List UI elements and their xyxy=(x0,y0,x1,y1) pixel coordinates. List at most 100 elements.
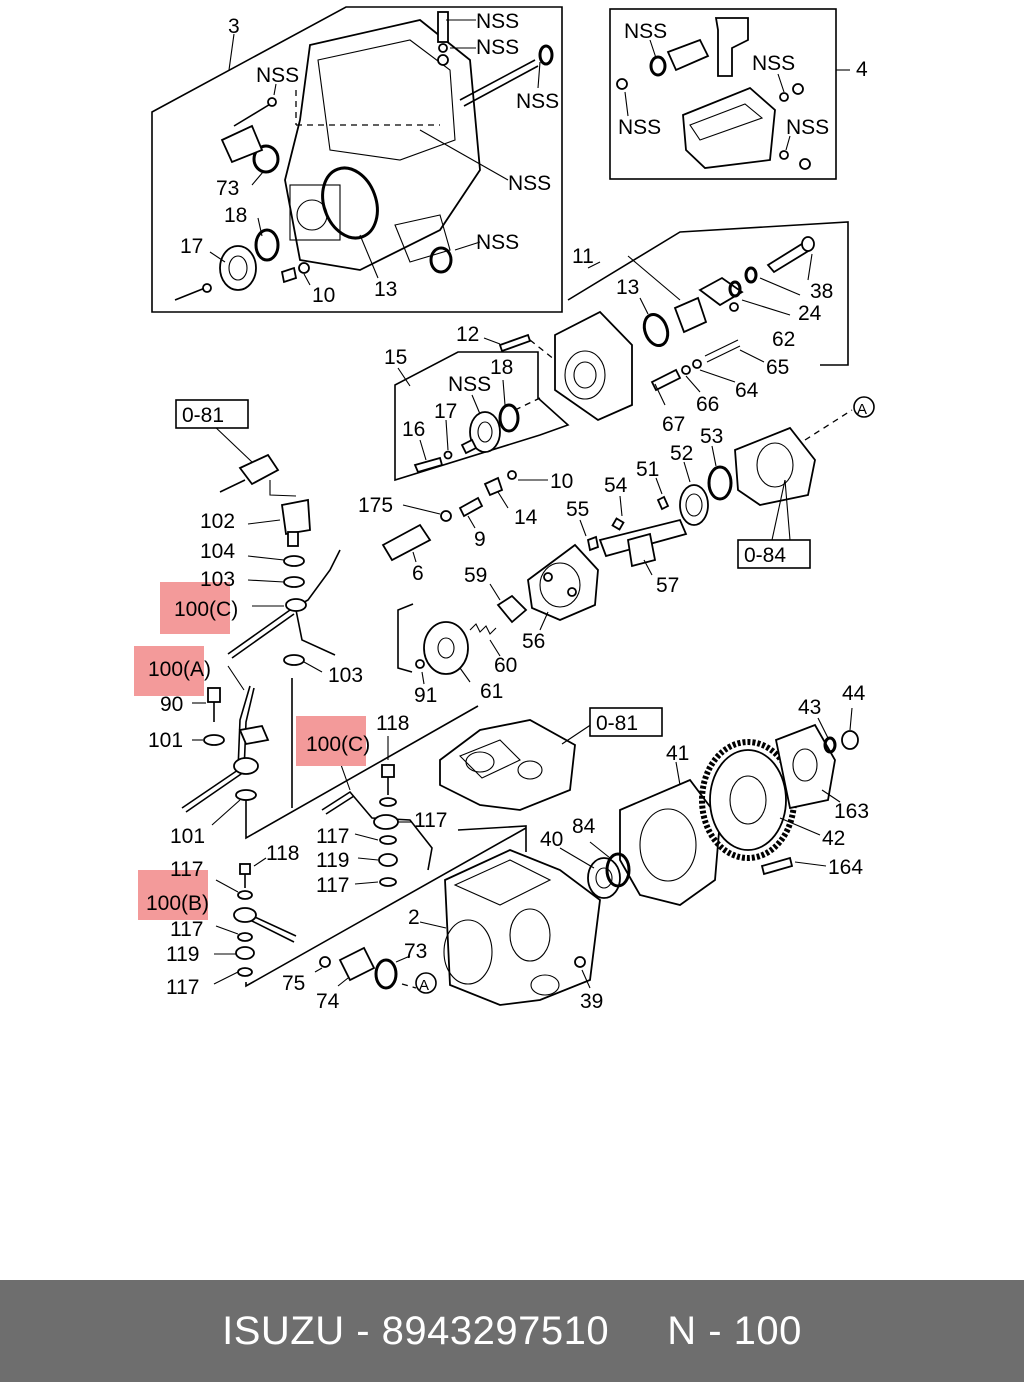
label-117: 117 xyxy=(166,976,199,999)
label-nss: NSS xyxy=(624,20,667,43)
label-nss: NSS xyxy=(256,64,299,87)
marker-a-top xyxy=(853,396,875,418)
label-66: 66 xyxy=(696,393,719,416)
label-117: 117 xyxy=(170,858,203,881)
label-103: 103 xyxy=(200,568,235,591)
label-15: 15 xyxy=(384,346,407,369)
label-119: 119 xyxy=(166,943,199,966)
ref-box-0-81-top xyxy=(175,399,249,429)
label-nss: NSS xyxy=(476,36,519,59)
label-13: 13 xyxy=(616,276,639,299)
label-18: 18 xyxy=(490,356,513,379)
label-101: 101 xyxy=(170,825,205,848)
label-65: 65 xyxy=(766,356,789,379)
label-24: 24 xyxy=(798,302,822,325)
label-39: 39 xyxy=(580,990,603,1013)
label-175: 175 xyxy=(358,494,393,517)
label-73: 73 xyxy=(404,940,427,963)
label-100c-top: 100(C) xyxy=(174,598,238,621)
label-44: 44 xyxy=(842,682,866,705)
label-nss: NSS xyxy=(752,52,795,75)
ref-box-0-81-top-label: 0-81 xyxy=(182,404,224,427)
highlight-100c-top xyxy=(160,582,230,634)
label-57: 57 xyxy=(656,574,679,597)
footer-gap xyxy=(609,1309,667,1354)
label-nss: NSS xyxy=(516,90,559,113)
label-56: 56 xyxy=(522,630,545,653)
label-59: 59 xyxy=(464,564,487,587)
label-90: 90 xyxy=(160,693,183,716)
label-6: 6 xyxy=(412,562,424,585)
label-163: 163 xyxy=(834,800,869,823)
label-10: 10 xyxy=(312,284,335,307)
footer-separator: - xyxy=(344,1308,382,1353)
label-nss: NSS xyxy=(786,116,829,139)
ref-box-0-81-bottom-label: 0-81 xyxy=(596,712,638,735)
label-17: 17 xyxy=(434,400,457,423)
label-118: 118 xyxy=(266,842,299,865)
label-101: 101 xyxy=(148,729,183,752)
ref-box-0-84-label: 0-84 xyxy=(744,544,786,567)
ref-box-0-84 xyxy=(737,539,811,569)
ref-box-0-81-bottom xyxy=(589,707,663,737)
label-60: 60 xyxy=(494,654,517,677)
label-75: 75 xyxy=(282,972,305,995)
label-13: 13 xyxy=(374,278,397,301)
label-nss: NSS xyxy=(508,172,551,195)
label-3: 3 xyxy=(228,15,240,38)
pump-internal-parts xyxy=(381,409,853,685)
label-nss: NSS xyxy=(618,116,661,139)
label-164: 164 xyxy=(828,856,863,879)
brand-name: ISUZU xyxy=(222,1308,345,1353)
label-16: 16 xyxy=(402,418,425,441)
diagram-reference: N - 100 xyxy=(667,1308,802,1353)
label-43: 43 xyxy=(798,696,821,719)
label-117: 117 xyxy=(170,918,203,941)
label-54: 54 xyxy=(604,474,628,497)
label-73: 73 xyxy=(216,177,239,200)
label-117: 117 xyxy=(316,874,349,897)
label-42: 42 xyxy=(822,827,845,850)
label-2: 2 xyxy=(408,906,420,929)
label-118: 118 xyxy=(376,712,409,735)
label-67: 67 xyxy=(662,413,685,436)
label-117: 117 xyxy=(414,809,447,832)
reference-boxes: 0-81 0-84 0-81 A A xyxy=(175,396,875,994)
label-14: 14 xyxy=(514,506,538,529)
label-51: 51 xyxy=(636,458,659,481)
pipe-assemblies xyxy=(181,423,527,988)
assembly-15-group xyxy=(394,351,570,482)
label-nss: NSS xyxy=(476,231,519,254)
lower-housing-group xyxy=(314,707,859,1006)
part-info-footer: ISUZU - 8943297510 N - 100 xyxy=(0,1280,1024,1382)
highlight-boxes xyxy=(134,582,366,920)
marker-a-bottom xyxy=(415,972,437,994)
assembly-3-group xyxy=(151,6,563,313)
label-91: 91 xyxy=(414,684,437,707)
label-64: 64 xyxy=(735,379,759,402)
label-11: 11 xyxy=(572,245,594,268)
part-number: 8943297510 xyxy=(381,1308,610,1353)
part-labels: 100(C) 100(A) 100(C) 100(B) 3 4 NSS NSS … xyxy=(146,10,869,1013)
label-117: 117 xyxy=(316,825,349,848)
label-52: 52 xyxy=(670,442,693,465)
label-nss: NSS xyxy=(476,10,519,33)
label-40: 40 xyxy=(540,828,563,851)
label-4: 4 xyxy=(856,58,868,81)
label-53: 53 xyxy=(700,425,723,448)
label-102: 102 xyxy=(200,510,235,533)
exploded-parts-diagram: 0-81 0-84 0-81 A A 100(C) 100(A) 100(C) … xyxy=(134,6,875,1013)
assembly-11-group xyxy=(483,221,849,422)
marker-a-bottom-label: A xyxy=(419,977,429,994)
label-41: 41 xyxy=(666,742,689,765)
label-103: 103 xyxy=(328,664,363,687)
label-119: 119 xyxy=(316,849,349,872)
highlight-100c-middle xyxy=(296,716,366,766)
label-74: 74 xyxy=(316,990,340,1013)
label-12: 12 xyxy=(456,323,479,346)
label-100c-middle: 100(C) xyxy=(306,733,370,756)
label-10: 10 xyxy=(550,470,573,493)
label-55: 55 xyxy=(566,498,589,521)
label-84: 84 xyxy=(572,815,596,838)
label-nss: NSS xyxy=(448,373,491,396)
